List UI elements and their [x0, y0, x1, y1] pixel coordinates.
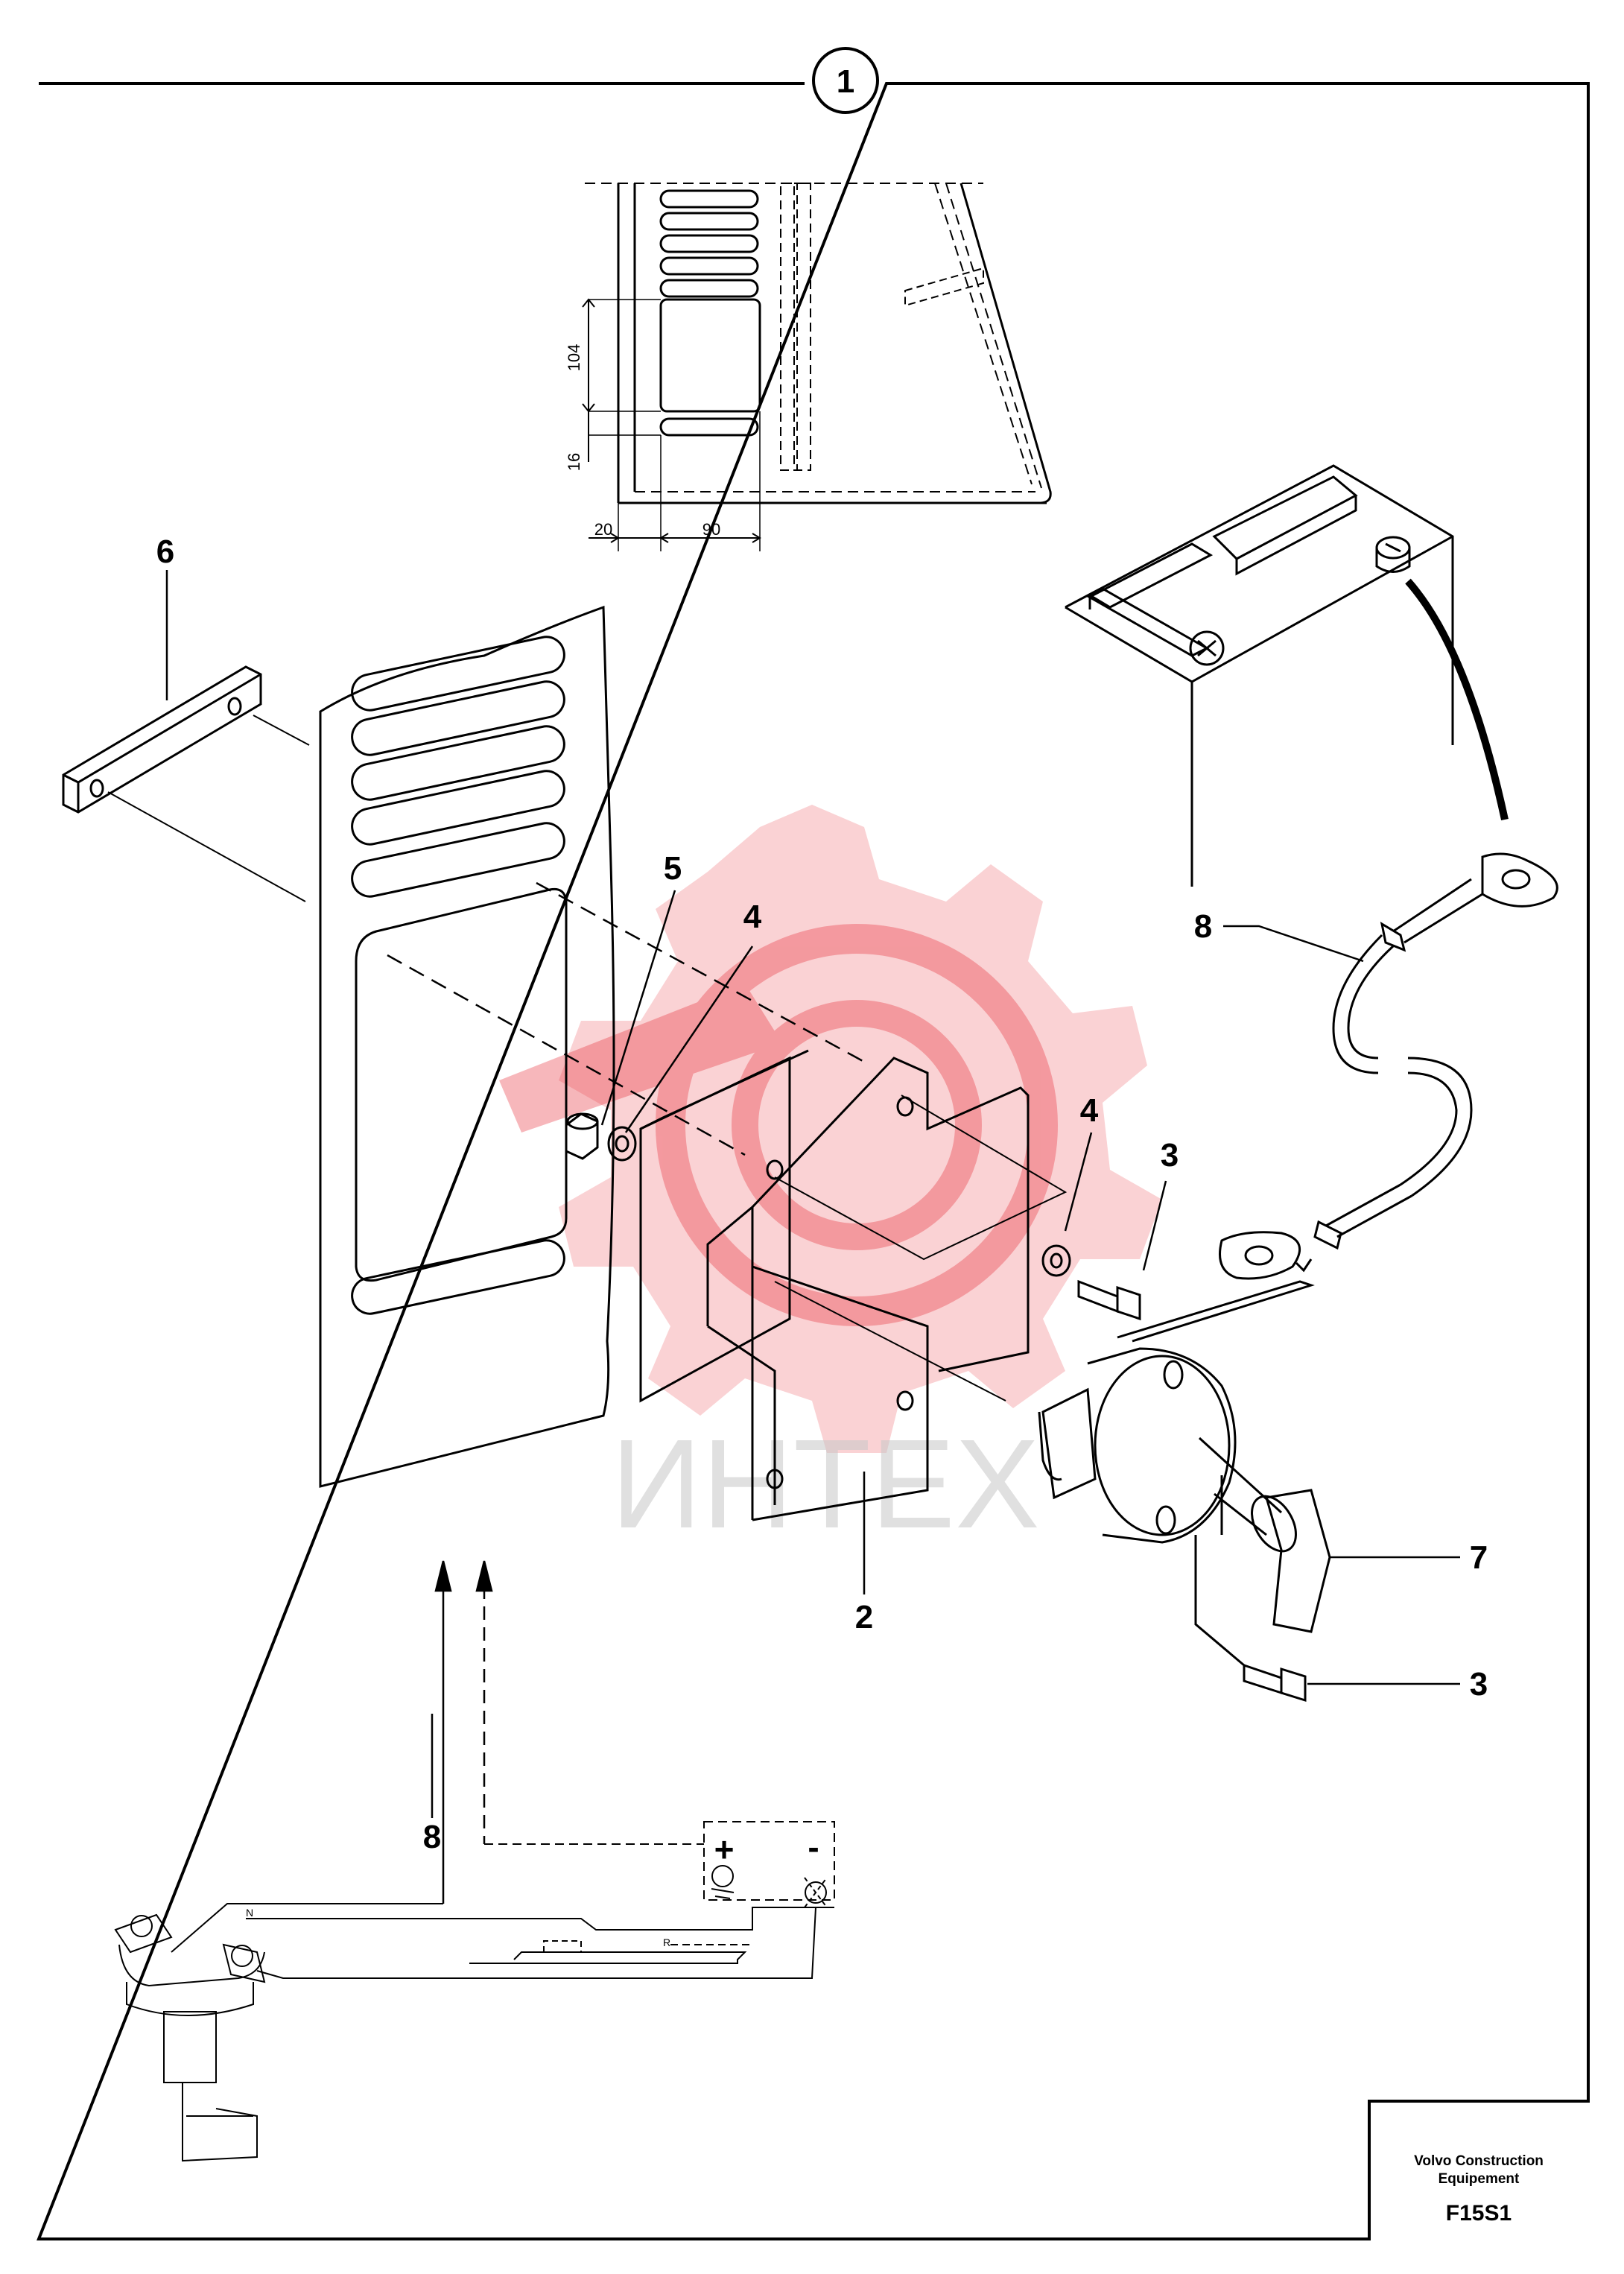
callout-2: 2 — [855, 1599, 873, 1635]
wiring-schematic — [114, 1821, 835, 2162]
dimension-104: 104 — [565, 344, 583, 372]
bolts — [1077, 1279, 1307, 1703]
company-line-2: Equipement — [1439, 2171, 1520, 2187]
callout-4-upper: 4 — [743, 899, 762, 935]
sheet-number-badge: 1 — [812, 47, 879, 114]
callout-3-upper: 3 — [1161, 1137, 1179, 1174]
sheet-frame — [37, 82, 1590, 2240]
dimension-20: 20 — [594, 520, 612, 539]
sheet-number: 1 — [837, 63, 854, 100]
wire-label-n: N — [246, 1907, 253, 1919]
mounting-bracket — [639, 1049, 1068, 1521]
callout-3-lower: 3 — [1470, 1666, 1488, 1703]
battery-cable — [1117, 578, 1558, 1343]
schematic-labels: + - N R — [246, 1828, 819, 1948]
dimension-16: 16 — [565, 453, 583, 471]
battery-isolator-switch — [1038, 1347, 1331, 1667]
callout-numbers: 6 5 4 4 3 8 2 7 3 8 — [156, 533, 1488, 1855]
callout-6: 6 — [156, 533, 174, 570]
title-block: Volvo Construction Equipement F15S1 — [1414, 2153, 1544, 2226]
backing-plate — [62, 665, 310, 902]
negative-terminal-symbol: - — [808, 1828, 819, 1866]
callout-7: 7 — [1470, 1539, 1488, 1576]
company-line-1: Volvo Construction — [1414, 2153, 1544, 2169]
wire-label-r: R — [663, 1936, 670, 1948]
callout-leaders — [165, 570, 1460, 1818]
callout-5: 5 — [664, 850, 682, 887]
callout-8-lower: 8 — [423, 1819, 441, 1855]
assembly-arrows — [434, 1560, 493, 1904]
louvred-panel — [319, 605, 615, 1488]
callout-8-upper: 8 — [1194, 908, 1212, 945]
battery — [1065, 464, 1454, 887]
callout-4-lower: 4 — [1080, 1092, 1099, 1129]
drawing-code: F15S1 — [1446, 2201, 1512, 2226]
dimension-labels: 104 16 20 90 — [565, 344, 720, 539]
watermark-gear-logo — [559, 805, 1162, 1453]
watermark-rings — [499, 924, 1058, 1326]
positive-terminal-symbol: + — [714, 1830, 735, 1869]
nut-and-washers — [565, 1112, 1071, 1277]
watermark-text: ИНТЕХ — [611, 1413, 1040, 1555]
dimension-90: 90 — [702, 520, 720, 539]
panel-cutout-detail — [582, 183, 1052, 551]
